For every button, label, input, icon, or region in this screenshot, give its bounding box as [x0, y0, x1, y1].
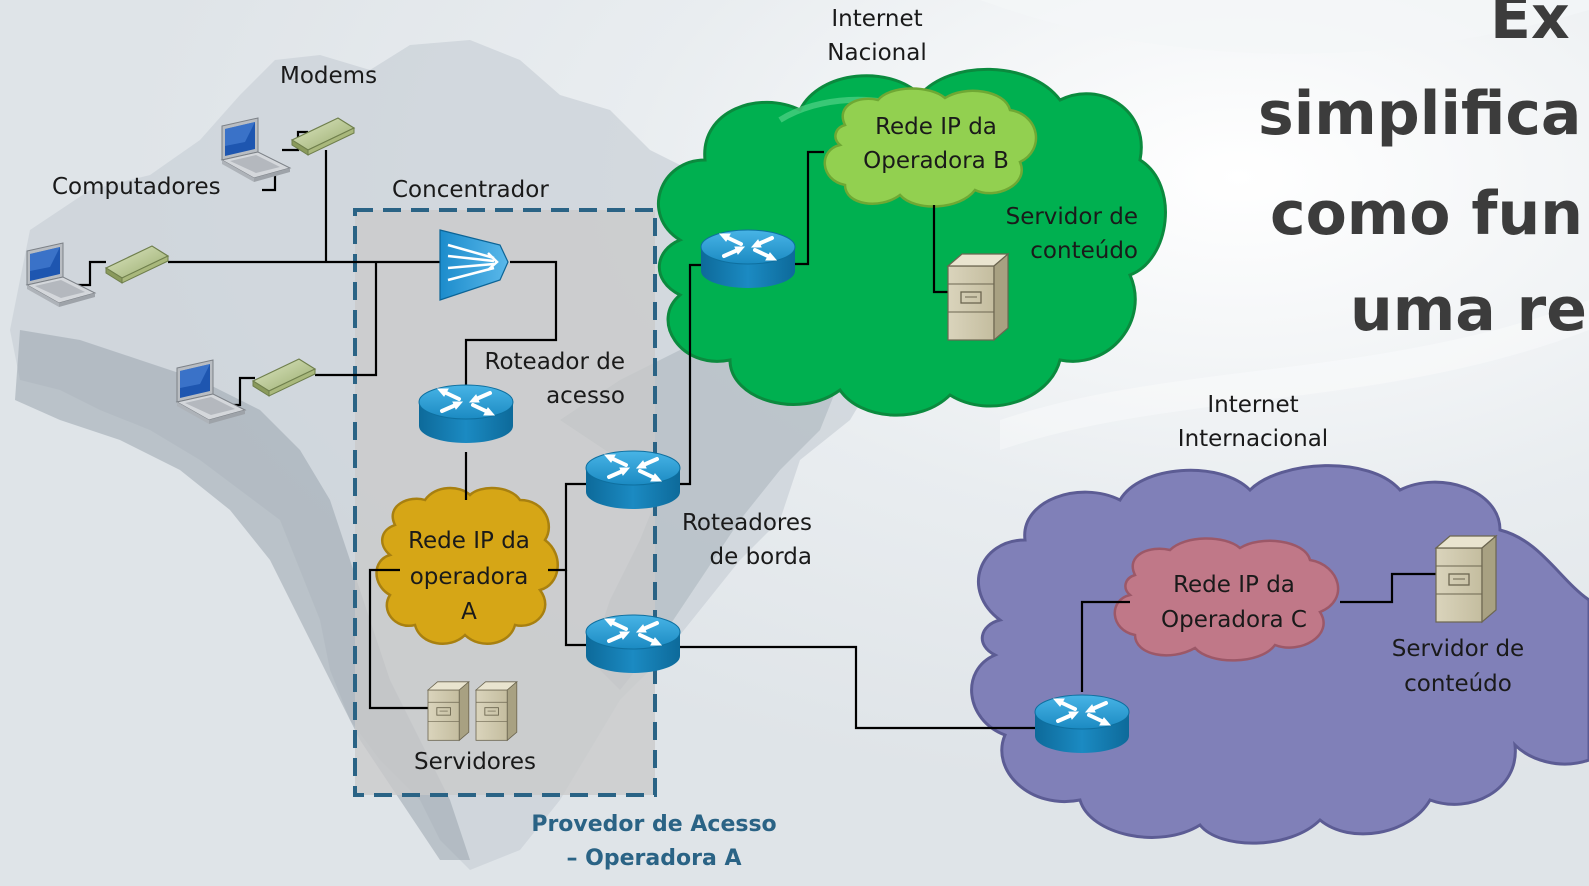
- concentrator-icon: [439, 229, 509, 301]
- servidor-b-label-1: Servidor de: [1005, 204, 1138, 230]
- servidor-c-label-1: Servidor de: [1391, 636, 1525, 662]
- nacional-router-icon: [699, 228, 797, 290]
- server-c-icon: [1435, 535, 1497, 623]
- server-a-1-icon: [427, 681, 470, 741]
- rede-a-label-3: A: [461, 599, 477, 625]
- internet-internacional-label-2: Internacional: [1177, 426, 1329, 452]
- slide-title-line-3: como fun: [1270, 179, 1583, 249]
- concentrador-label: Concentrador: [392, 177, 549, 203]
- internet-nacional-label-2: Nacional: [827, 40, 927, 66]
- rede-b-label-2: Operadora B: [863, 148, 1009, 174]
- internet-internacional-cloud: [970, 464, 1589, 845]
- server-a-2-icon: [475, 681, 518, 741]
- slide-title-line-1: Ex: [1490, 0, 1570, 53]
- provider-label-2: – Operadora A: [566, 846, 742, 871]
- slide-title-line-2: simplifica: [1258, 79, 1582, 149]
- access-router-label-1: Roteador de: [484, 349, 625, 375]
- internacional-router-icon: [1033, 693, 1131, 755]
- rede-c-label-2: Operadora C: [1161, 607, 1307, 633]
- rede-operadora-b-cloud: [823, 87, 1038, 208]
- rede-operadora-a-cloud: [375, 486, 559, 645]
- modems-label: Modems: [280, 63, 378, 89]
- internet-nacional-label-1: Internet: [831, 6, 923, 32]
- rede-a-label-2: operadora: [409, 564, 529, 590]
- computadores-label: Computadores: [52, 174, 221, 200]
- servidor-c-label-2: conteúdo: [1404, 671, 1512, 697]
- servidores-label: Servidores: [414, 749, 536, 775]
- rede-c-label-1: Rede IP da: [1173, 572, 1295, 598]
- border-router-2-icon: [584, 613, 682, 675]
- connections: [72, 130, 1436, 730]
- border-routers-label-1: Roteadores: [681, 510, 812, 536]
- border-routers-label-2: de borda: [709, 544, 812, 570]
- provider-label-1: Provedor de Acesso: [531, 812, 777, 837]
- slide-title-line-4: uma re: [1350, 275, 1587, 345]
- border-router-1-icon: [584, 449, 682, 511]
- servidor-b-label-2: conteúdo: [1030, 238, 1138, 264]
- rede-operadora-c-cloud: [1113, 537, 1340, 662]
- access-router-label-2: acesso: [546, 383, 625, 409]
- rede-a-label-1: Rede IP da: [408, 528, 530, 554]
- internet-internacional-label-1: Internet: [1207, 392, 1299, 418]
- rede-b-label-1: Rede IP da: [875, 114, 997, 140]
